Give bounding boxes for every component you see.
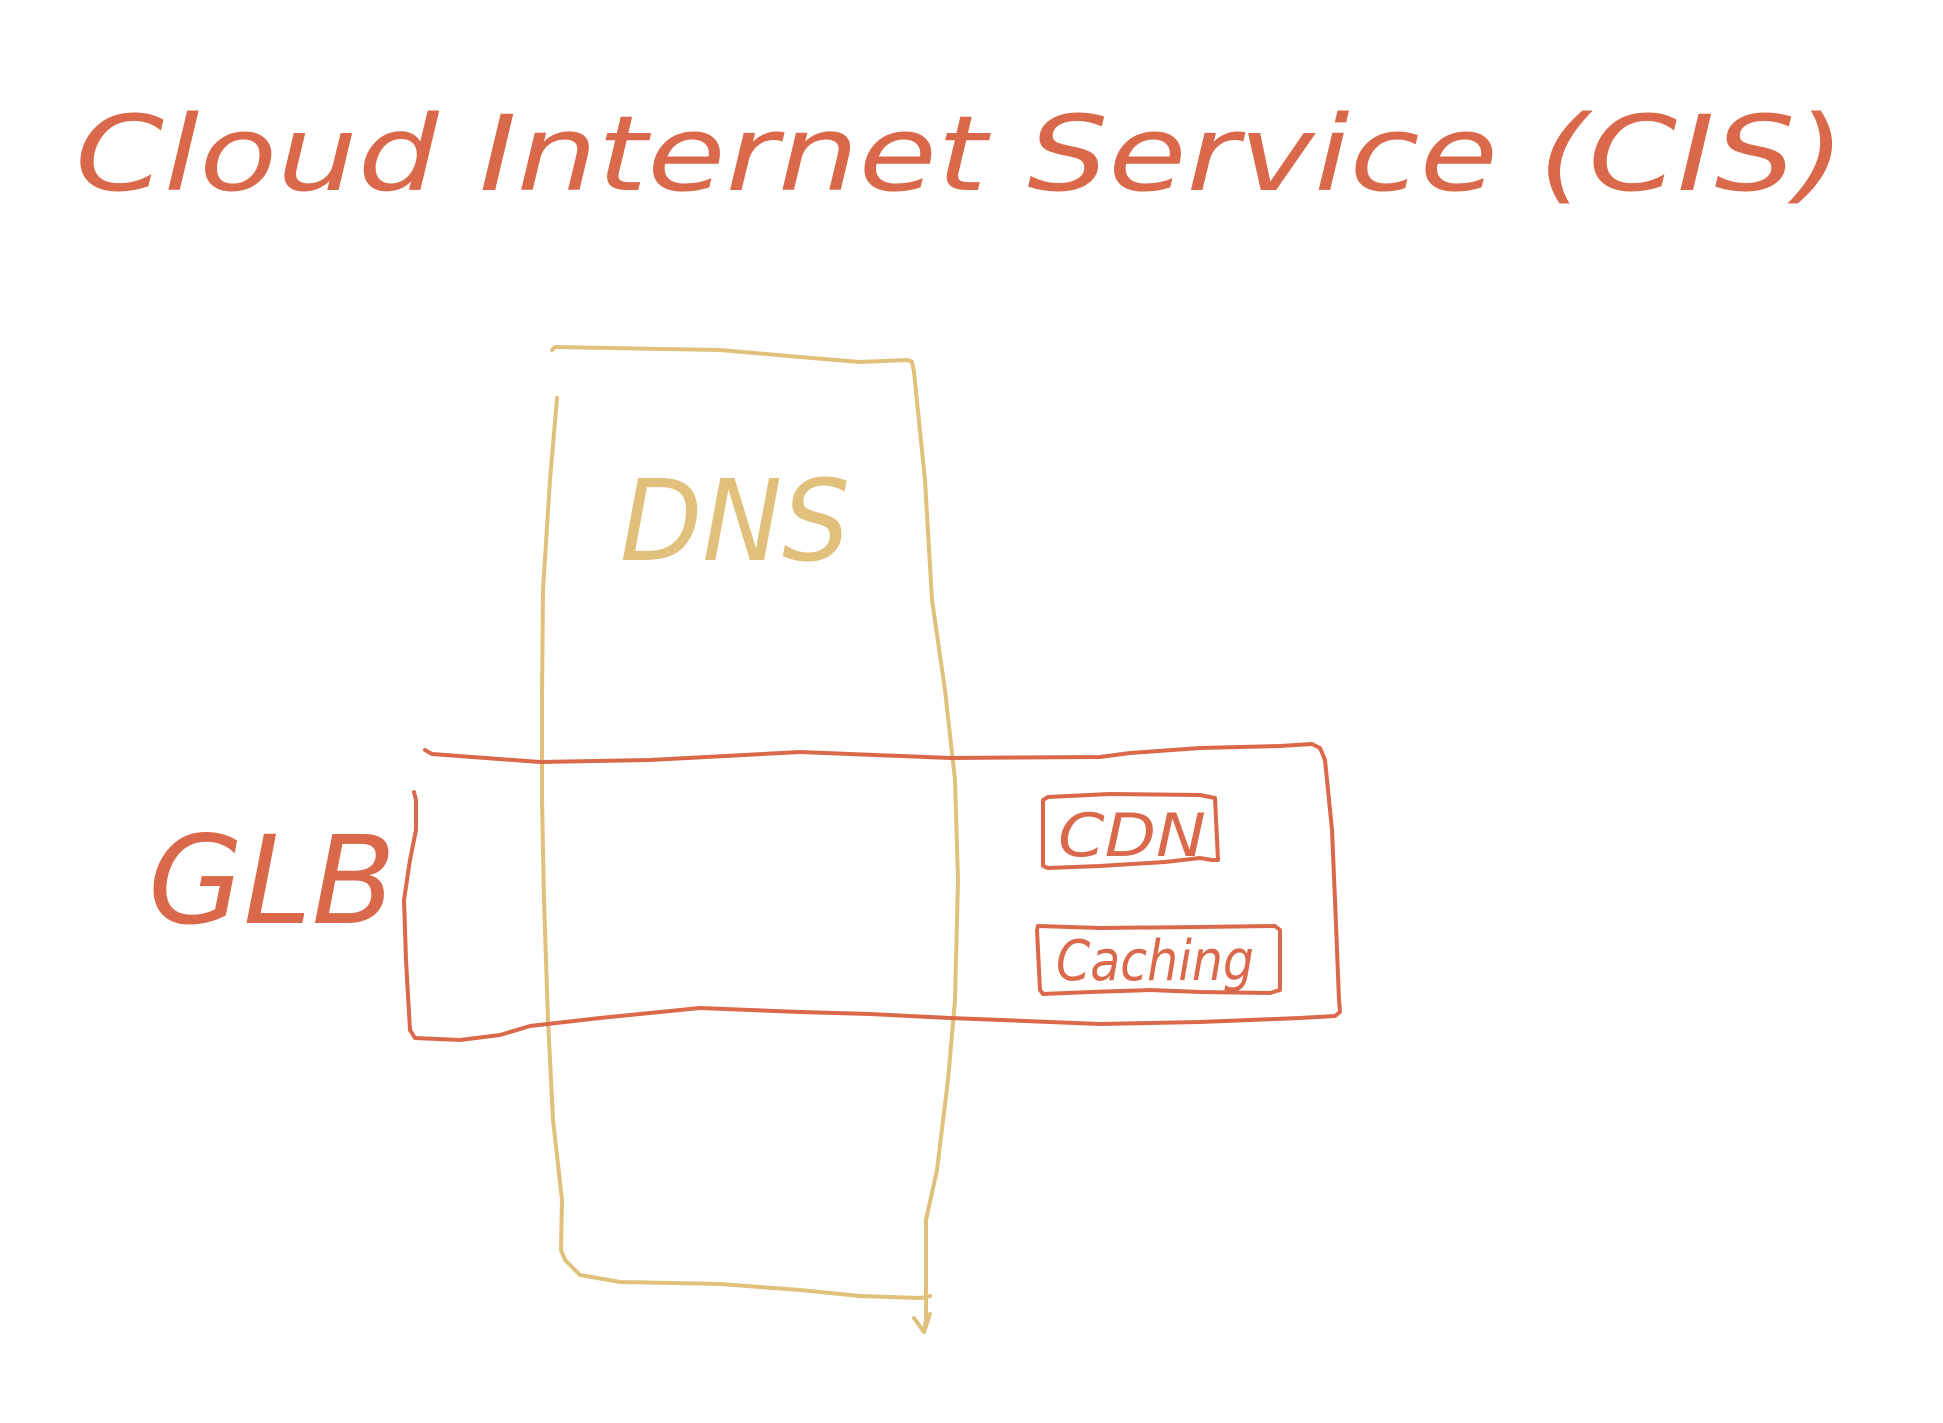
dns-region-right-edge [912,370,960,1322]
glb-region-top-edge [423,742,1327,764]
glb-label: GLB [148,810,396,952]
dns-region [540,345,960,1334]
dns-region-arrow-tip [912,1312,932,1334]
dns-region-left-edge [540,396,567,1262]
dns-label: DNS [620,457,850,587]
cdn-box [1041,792,1220,870]
dns-region-bottom-edge [563,1258,932,1300]
glb-region [402,742,1342,1042]
caching-box-outline [1035,924,1282,996]
cdn-label: CDN [1058,801,1206,871]
glb-region-left-edge [402,790,418,1032]
glb-region-bottom-edge [408,1006,1302,1042]
cdn-box-outline [1041,792,1220,870]
diagram-title: Cloud Internet Service (CIS) [75,93,1845,215]
caching-label: Caching [1056,929,1254,994]
caching-box [1035,924,1282,996]
dns-region-top-edge [550,345,916,374]
glb-region-right-edge [1298,758,1342,1020]
